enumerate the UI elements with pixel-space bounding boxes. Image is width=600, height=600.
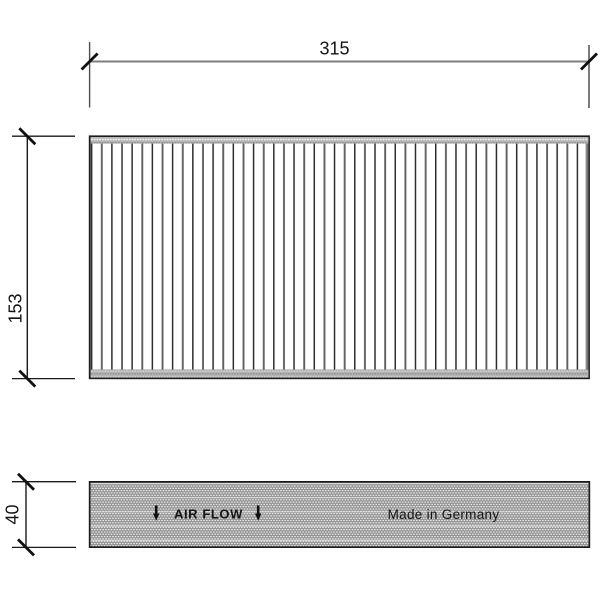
svg-text:AIR FLOW: AIR FLOW <box>174 507 243 522</box>
svg-text:40: 40 <box>3 504 23 524</box>
svg-text:315: 315 <box>319 39 349 59</box>
svg-text:Made in Germany: Made in Germany <box>388 507 500 522</box>
svg-text:153: 153 <box>6 293 26 323</box>
